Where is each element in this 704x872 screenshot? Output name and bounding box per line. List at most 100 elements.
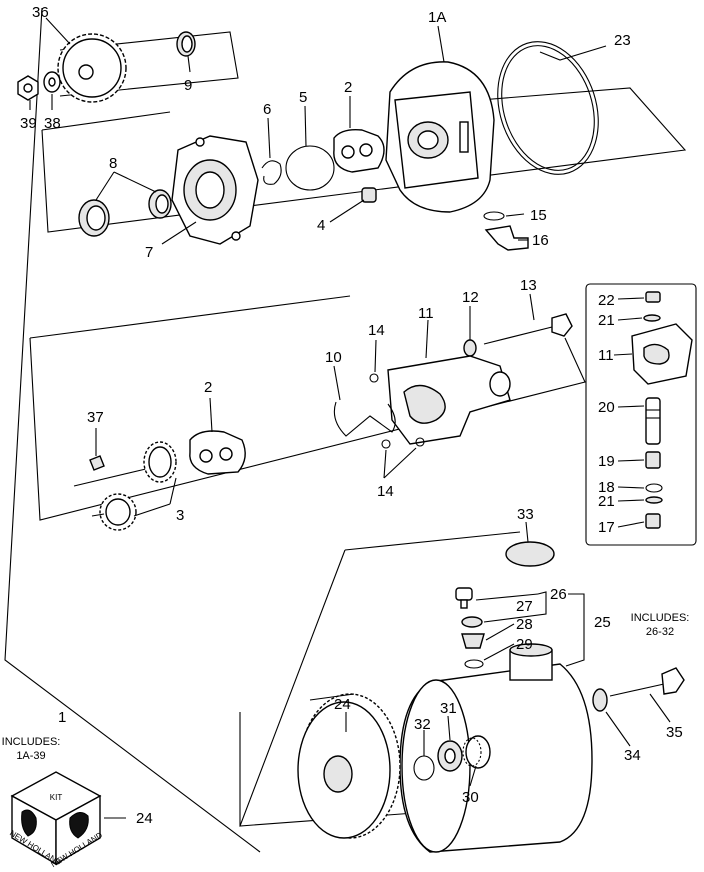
fitting-28 <box>461 633 485 649</box>
callout-11: 11 <box>418 305 434 322</box>
callout-7: 7 <box>145 244 153 261</box>
callout-37: 37 <box>87 409 104 426</box>
bolt-26 <box>455 587 473 609</box>
leader-lines <box>29 17 671 819</box>
new-holland-logo-right <box>69 812 89 839</box>
washer-12 <box>463 339 477 357</box>
callout-8: 8 <box>109 155 117 172</box>
callout-1A: 1A <box>428 9 446 26</box>
oring-14-c <box>415 437 425 447</box>
callout-14-top: 14 <box>368 322 385 339</box>
callout-5: 5 <box>299 89 307 106</box>
callout-24-kit: 24 <box>136 810 153 827</box>
seal-8-b <box>148 189 172 219</box>
includes-25-line2: 26-32 <box>646 626 674 638</box>
callout-27: 27 <box>516 598 533 615</box>
bolt-13 <box>483 313 573 345</box>
callout-33: 33 <box>517 506 534 523</box>
callout-25: 25 <box>594 614 611 631</box>
callout-38: 38 <box>44 115 61 132</box>
oring-23 <box>497 41 599 175</box>
includes-1-line1: INCLUDES: <box>2 736 61 748</box>
kit-box: KIT NEW HOLLAND NEW HOLLAND <box>8 771 104 869</box>
callout-2-top: 2 <box>344 79 352 96</box>
seal-8-a <box>78 199 110 237</box>
callout-23: 23 <box>614 32 631 49</box>
oring-5 <box>285 145 335 191</box>
spring-30 <box>462 735 491 769</box>
pump-body-7 <box>171 135 259 245</box>
callout-1: 1 <box>58 709 66 726</box>
callout-14-bot: 14 <box>377 483 394 500</box>
washer-27 <box>461 616 483 628</box>
kit-label: KIT <box>50 793 63 802</box>
key-37 <box>89 455 105 471</box>
gear-shaft-3 <box>73 441 177 531</box>
washer-34 <box>592 688 608 712</box>
elbow-fitting-16 <box>484 225 529 251</box>
callout-36: 36 <box>32 4 49 21</box>
oring-14-a <box>369 373 379 383</box>
plug-17 <box>645 513 661 529</box>
callout-2-mid: 2 <box>204 379 212 396</box>
inset-valve-parts <box>631 291 693 529</box>
washer-21-bot <box>645 496 663 504</box>
reservoir-25 <box>399 643 593 853</box>
seal-9 <box>176 31 196 57</box>
valve-housing-11 <box>387 355 511 445</box>
callout-21-bot: 21 <box>598 493 615 510</box>
callout-9: 9 <box>184 77 192 94</box>
callout-28: 28 <box>516 616 533 633</box>
notes: INCLUDES: 26-32 INCLUDES: 1A-39 <box>2 612 690 762</box>
washer-29 <box>464 659 484 669</box>
nut-39 <box>17 75 39 101</box>
clip-10 <box>333 401 396 437</box>
callout-10: 10 <box>325 349 342 366</box>
callout-13: 13 <box>520 277 537 294</box>
callout-29: 29 <box>516 636 533 653</box>
callout-30: 30 <box>462 789 479 806</box>
pump-cover-1A <box>385 61 495 213</box>
callout-12: 12 <box>462 289 479 306</box>
callout-16: 16 <box>532 232 549 249</box>
assembly-outline-lines <box>4 7 697 853</box>
callout-17: 17 <box>598 519 615 536</box>
filter-24 <box>297 693 401 839</box>
callout-20: 20 <box>598 399 615 416</box>
callout-34: 34 <box>624 747 641 764</box>
new-holland-logo-left <box>21 809 37 837</box>
washer-31-hole <box>444 748 456 764</box>
includes-25-line1: INCLUDES: <box>631 612 690 624</box>
cam-plate-2-mid <box>189 430 246 475</box>
callout-21-top: 21 <box>598 312 615 329</box>
pin-4 <box>361 187 377 203</box>
callout-22: 22 <box>598 292 615 309</box>
washer-38 <box>43 71 61 93</box>
callout-31: 31 <box>440 700 457 717</box>
callouts: 36 1A 23 9 39 38 2 5 6 8 7 4 15 16 13 12… <box>20 4 683 827</box>
callout-19: 19 <box>598 453 615 470</box>
callout-32: 32 <box>414 716 431 733</box>
callout-35: 35 <box>666 724 683 741</box>
oring-15 <box>483 211 505 221</box>
callout-11-inset: 11 <box>598 347 614 364</box>
callout-18: 18 <box>598 479 615 496</box>
includes-1-line2: 1A-39 <box>16 750 45 762</box>
washer-21-top <box>643 314 661 322</box>
cap-33 <box>505 541 555 567</box>
plug-22 <box>645 291 661 303</box>
spring-19 <box>645 451 661 469</box>
clip-6 <box>261 160 282 185</box>
oring-14-b <box>381 439 391 449</box>
cam-plate-2-top <box>333 128 385 173</box>
callout-6: 6 <box>263 101 271 118</box>
bolt-35 <box>609 667 685 697</box>
oring-18 <box>645 483 663 493</box>
callout-4: 4 <box>317 217 325 234</box>
callout-26: 26 <box>550 586 567 603</box>
callout-24-top: 24 <box>334 696 351 713</box>
callout-3: 3 <box>176 507 184 524</box>
valve-20 <box>645 397 661 445</box>
drive-gear-36 <box>57 33 127 103</box>
